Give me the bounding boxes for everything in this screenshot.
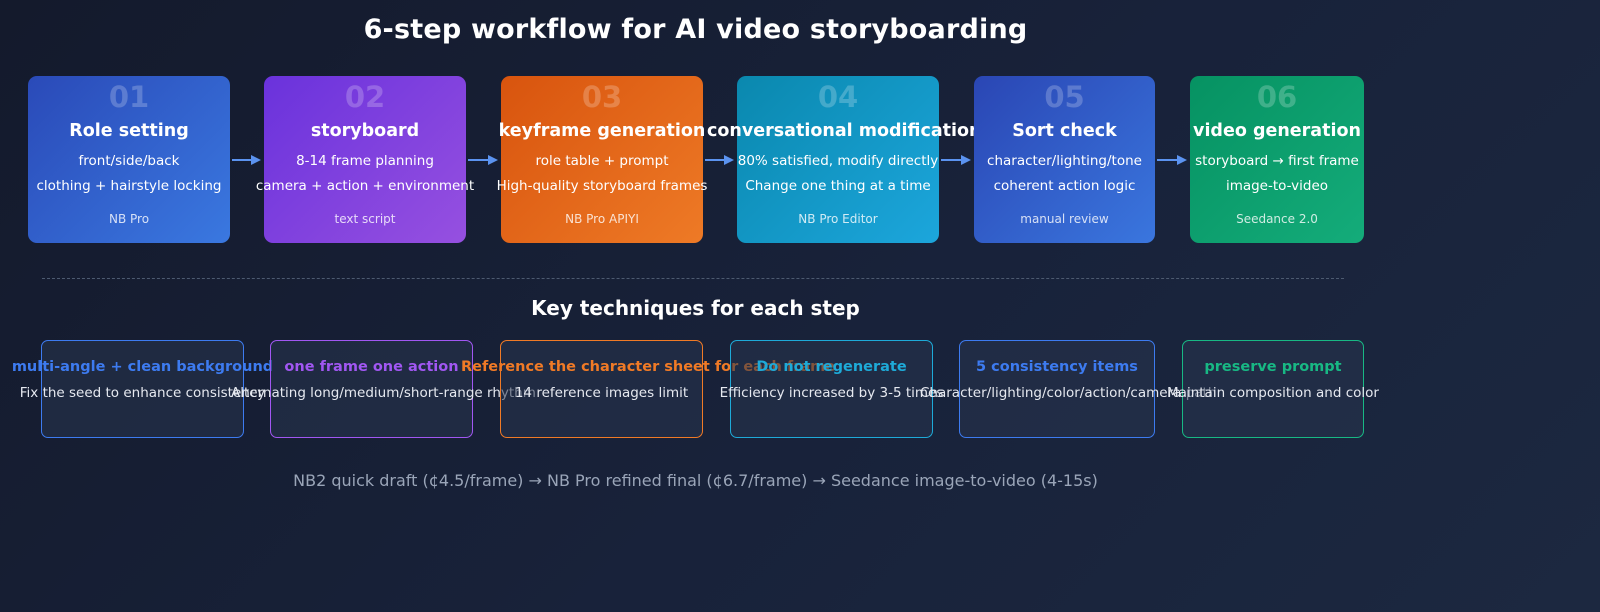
- diagram-title: 6-step workflow for AI video storyboardi…: [363, 14, 1028, 45]
- step-number: 02: [344, 80, 386, 114]
- step-tool: NB Pro Editor: [798, 212, 878, 226]
- step-tool: NB Pro: [108, 212, 150, 226]
- step-number: 06: [1256, 80, 1298, 114]
- step-detail-1: role table + prompt: [535, 153, 669, 169]
- step-card-storyboard: 02 storyboard 8-14 frame planning camera…: [256, 76, 474, 243]
- technique-title: multi-angle + clean background: [11, 359, 274, 375]
- technique-box-1: multi-angle + clean background Fix the s…: [12, 340, 273, 438]
- step-number: 05: [1044, 80, 1085, 114]
- technique-title: one frame one action: [284, 359, 459, 375]
- step-title: conversational modification: [707, 121, 982, 141]
- step-detail-2: High-quality storyboard frames: [496, 178, 708, 194]
- technique-box-4: Do not regenerate Efficiency increased b…: [720, 340, 943, 438]
- step-card-keyframe-generation: 03 keyframe generation role table + prom…: [497, 76, 707, 243]
- step-detail-2: camera + action + environment: [255, 178, 475, 194]
- step-card-conversational-modification: 04 conversational modification 80% satis…: [707, 76, 982, 243]
- step-detail-1: front/side/back: [78, 153, 180, 169]
- arrow-head-icon: [961, 155, 971, 165]
- step-number: 01: [108, 80, 150, 114]
- arrow-head-icon: [251, 155, 261, 165]
- step-card-sort-check: 05 Sort check character/lighting/tone co…: [974, 76, 1155, 243]
- step-detail-2: clothing + hairstyle locking: [36, 178, 222, 194]
- step-number: 04: [817, 80, 859, 114]
- technique-title: preserve prompt: [1204, 359, 1342, 375]
- step-title: Sort check: [1012, 121, 1117, 141]
- technique-description: Character/lighting/color/action/camera p…: [920, 385, 1217, 401]
- section-subtitle: Key techniques for each step: [531, 296, 860, 320]
- arrow-head-icon: [1177, 155, 1187, 165]
- step-detail-1: 80% satisfied, modify directly: [737, 153, 939, 169]
- technique-box-5: 5 consistency items Character/lighting/c…: [920, 340, 1216, 438]
- step-detail-1: storyboard → first frame: [1195, 153, 1359, 169]
- step-tool: manual review: [1020, 212, 1109, 226]
- technique-title: 5 consistency items: [976, 359, 1138, 375]
- step-tool: NB Pro APIYI: [565, 212, 639, 226]
- step-detail-2: image-to-video: [1225, 178, 1329, 194]
- technique-box-3: Reference the character sheet for each f…: [461, 340, 835, 438]
- technique-box-6: preserve prompt Maintain composition and…: [1167, 340, 1379, 438]
- section-divider: [42, 278, 1344, 279]
- technique-description: Alternating long/medium/short-range rhyt…: [231, 385, 536, 401]
- arrow-head-icon: [488, 155, 498, 165]
- step-detail-2: coherent action logic: [993, 178, 1136, 194]
- step-title: keyframe generation: [498, 121, 706, 141]
- technique-description: Fix the seed to enhance consistency: [19, 385, 266, 401]
- technique-description: Efficiency increased by 3-5 times: [719, 385, 944, 401]
- step-detail-2: Change one thing at a time: [745, 178, 931, 194]
- arrow-head-icon: [724, 155, 734, 165]
- technique-description: Maintain composition and color: [1167, 385, 1379, 401]
- step-detail-1: 8-14 frame planning: [296, 153, 434, 169]
- step-tool: Seedance 2.0: [1236, 212, 1318, 226]
- technique-box-2: one frame one action Alternating long/me…: [231, 340, 536, 438]
- step-detail-1: character/lighting/tone: [987, 153, 1142, 169]
- step-tool: text script: [334, 212, 396, 226]
- step-card-role-setting: 01 Role setting front/side/back clothing…: [28, 76, 230, 243]
- step-card-video-generation: 06 video generation storyboard → first f…: [1190, 76, 1364, 243]
- pricing-footer: NB2 quick draft (¢4.5/frame) → NB Pro re…: [293, 471, 1098, 490]
- technique-description: 14 reference images limit: [514, 385, 689, 401]
- technique-title: Do not regenerate: [756, 359, 907, 375]
- step-number: 03: [581, 80, 623, 114]
- step-title: video generation: [1193, 121, 1361, 141]
- step-title: Role setting: [69, 121, 189, 141]
- step-title: storyboard: [310, 121, 420, 141]
